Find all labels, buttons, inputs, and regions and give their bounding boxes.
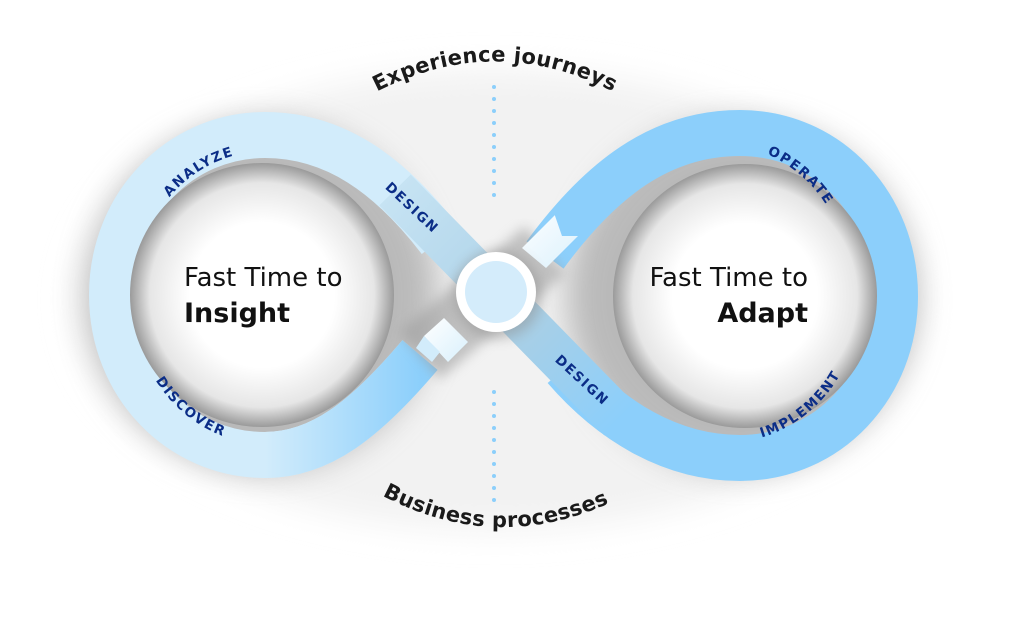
divider-dot [492, 121, 496, 125]
left-loop-tab [416, 318, 468, 362]
divider-dot [492, 97, 496, 101]
divider-dot [492, 462, 496, 466]
divider-dot [492, 438, 496, 442]
left-loop-band-bottom [264, 340, 438, 478]
divider-dot [492, 193, 496, 197]
divider-dot [492, 498, 496, 502]
right-loop-inner [613, 164, 877, 428]
divider-dot [492, 426, 496, 430]
left-loop-inner [130, 163, 394, 427]
left-title-line2: Insight [184, 298, 290, 329]
divider-dot [492, 474, 496, 478]
right-loop-tab [522, 192, 600, 268]
divider-dot [492, 169, 496, 173]
divider-dot [492, 133, 496, 137]
divider-dot [492, 157, 496, 161]
top-divider-dots [492, 85, 496, 197]
right-loop-band [526, 109, 919, 482]
divider-dot [492, 402, 496, 406]
divider-dot [492, 145, 496, 149]
divider-dot [492, 486, 496, 490]
divider-dot [492, 109, 496, 113]
divider-dot [492, 450, 496, 454]
right-title-line2: Adapt [717, 298, 808, 329]
divider-dot [492, 181, 496, 185]
left-loop [88, 111, 459, 479]
right-title-line1: Fast Time to [649, 263, 808, 293]
divider-dot [492, 390, 496, 394]
center-node [454, 251, 542, 339]
right-loop [526, 109, 919, 482]
divider-dot [492, 85, 496, 89]
left-title-line1: Fast Time to [184, 263, 343, 293]
bottom-divider-dots [492, 390, 496, 502]
divider-dot [492, 414, 496, 418]
